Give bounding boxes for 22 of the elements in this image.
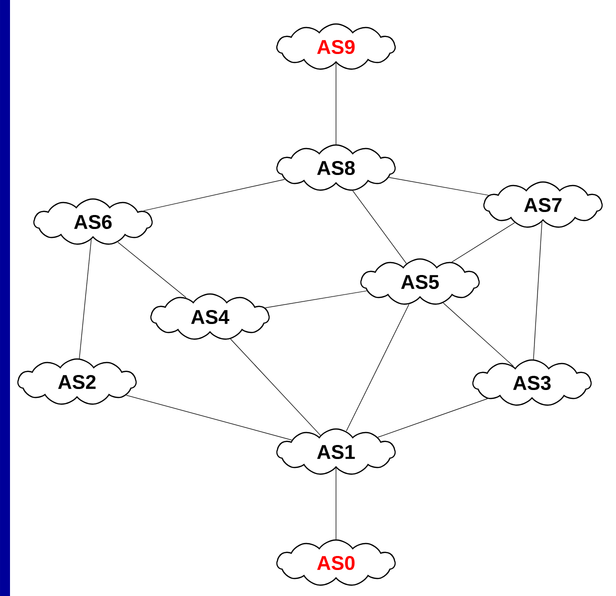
link-line xyxy=(346,304,410,432)
link-line xyxy=(352,190,407,264)
cloud-node: AS2 xyxy=(17,358,137,405)
cloud-node: AS9 xyxy=(276,23,396,70)
cloud-node: AS6 xyxy=(33,198,153,245)
link-line xyxy=(118,242,186,298)
cloud-node: AS4 xyxy=(150,293,270,340)
cloud-node: AS5 xyxy=(360,258,480,305)
link-line xyxy=(378,398,488,438)
cloud-node: AS1 xyxy=(276,428,396,475)
link-line xyxy=(443,302,514,367)
link-line xyxy=(79,239,92,359)
link-line xyxy=(143,179,285,212)
cloud-node: AS8 xyxy=(276,144,396,191)
cloud-node: AS0 xyxy=(276,539,396,586)
cloud-node: AS3 xyxy=(472,359,592,406)
link-line xyxy=(388,177,489,196)
cloud-node: AS7 xyxy=(483,181,603,228)
link-line xyxy=(230,338,321,436)
link-line xyxy=(126,395,292,440)
link-line xyxy=(264,290,367,308)
link-line xyxy=(452,222,515,262)
